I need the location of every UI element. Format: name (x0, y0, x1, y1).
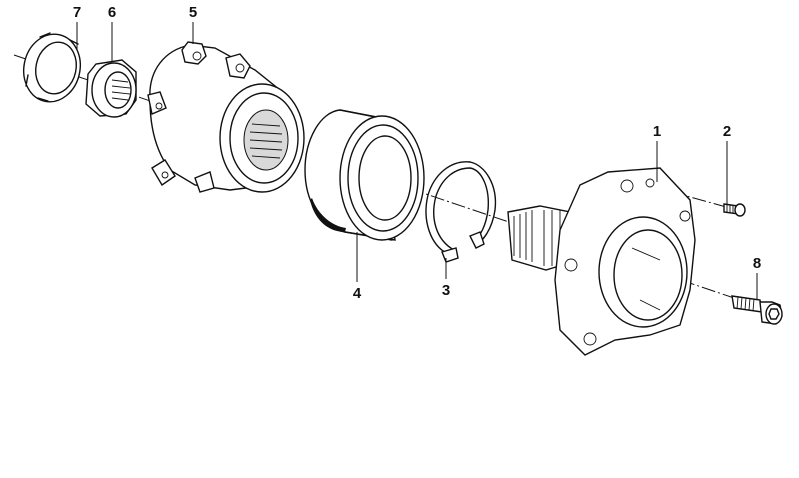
callout-1: 1 (652, 123, 662, 140)
callout-8: 8 (752, 255, 762, 272)
callout-4: 4 (352, 285, 362, 302)
part-7-lock-ring (23, 32, 81, 103)
leader-lines (76, 22, 758, 300)
part-1-drive-flange (507, 167, 696, 356)
callout-2: 2 (722, 123, 732, 140)
callout-6: 6 (107, 4, 117, 21)
part-4-bearing (304, 109, 425, 241)
callout-3: 3 (441, 282, 451, 299)
part-2-small-screw (723, 203, 746, 217)
part-5-hub-housing (147, 41, 305, 193)
part-6-threaded-nut (85, 59, 137, 118)
callout-7: 7 (72, 4, 82, 21)
callout-5: 5 (188, 4, 198, 21)
part-8-socket-bolt (731, 295, 783, 325)
part-3-circlip (425, 161, 497, 263)
